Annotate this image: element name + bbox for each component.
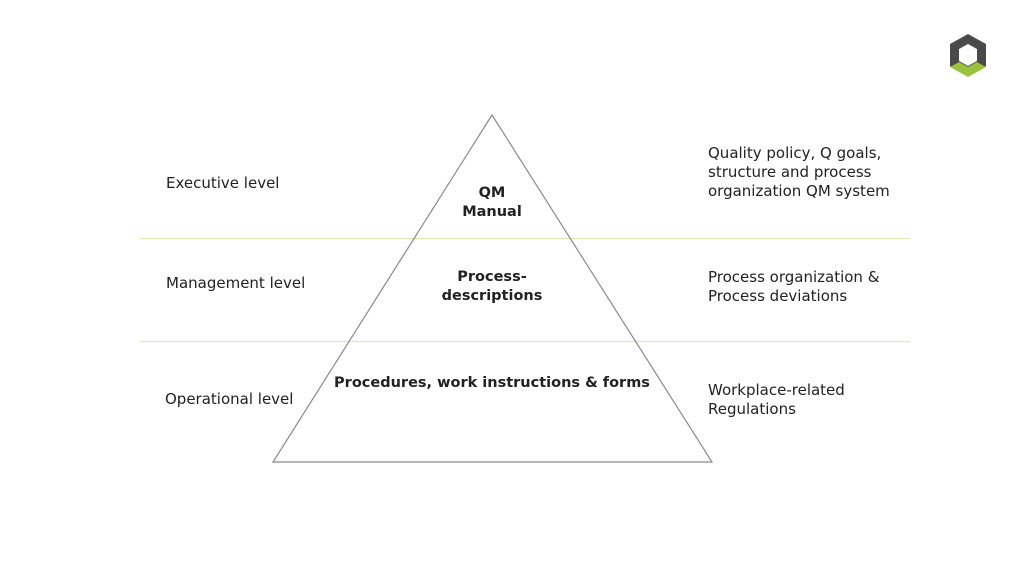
logo-accent-part xyxy=(950,62,986,77)
level-label-executive: Executive level xyxy=(166,174,280,192)
level-label-management: Management level xyxy=(166,274,306,292)
pyramid-triangle xyxy=(271,113,714,463)
tier-label-procedures: Procedures, work instructions & forms xyxy=(334,375,650,391)
tier-label-qm-manual: QM Manual xyxy=(462,185,522,220)
level-label-operational: Operational level xyxy=(165,390,294,408)
hexagon-logo-icon xyxy=(950,34,986,77)
description-management: Process organization & Process deviation… xyxy=(708,268,880,305)
description-executive: Quality policy, Q goals, structure and p… xyxy=(708,144,890,200)
tier-label-process-descriptions: Process- descriptions xyxy=(441,269,543,304)
description-operational: Workplace-related Regulations xyxy=(708,381,845,418)
